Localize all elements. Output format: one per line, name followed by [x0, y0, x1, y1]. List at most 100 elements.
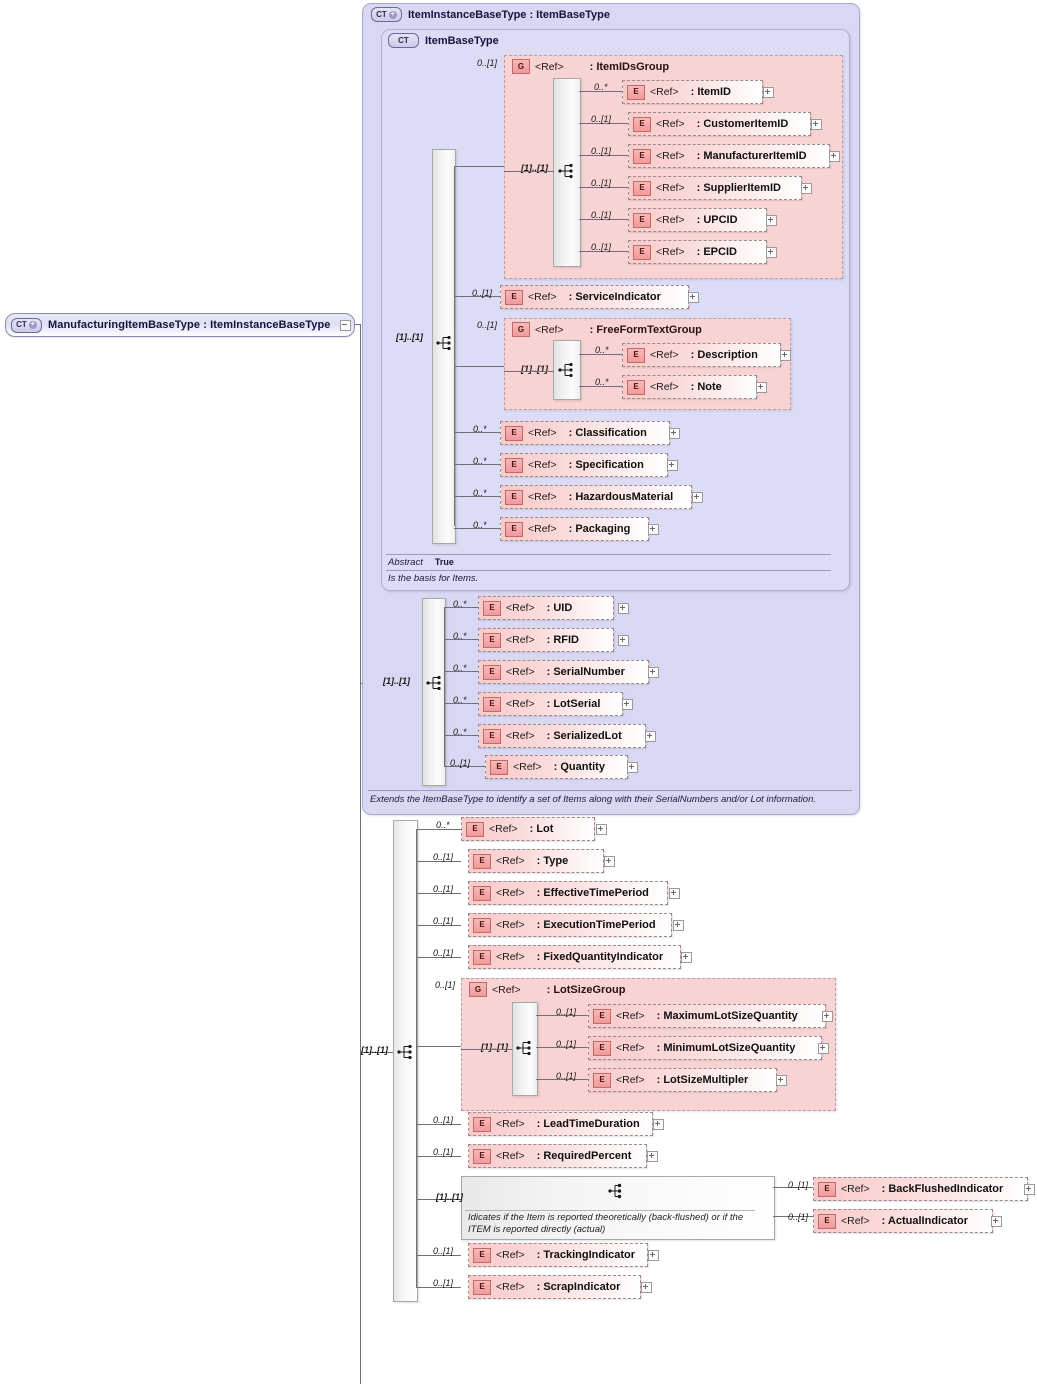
expand-icon[interactable] [756, 382, 767, 393]
expand-icon[interactable] [648, 1250, 659, 1261]
element-node[interactable]: E <Ref> : SerializedLot [478, 724, 646, 748]
element-badge-icon: E [505, 489, 523, 505]
element-name: : EffectiveTimePeriod [536, 887, 649, 899]
expand-icon[interactable] [648, 667, 659, 678]
group-ref-label: <Ref> [535, 323, 564, 336]
group-header-item-ids: G <Ref> : ItemIDsGroup [512, 59, 669, 74]
expand-icon[interactable] [673, 920, 684, 931]
expand-icon[interactable] [627, 762, 638, 773]
expand-icon[interactable] [766, 215, 777, 226]
element-ref-label: <Ref> [496, 855, 525, 867]
element-badge-icon: E [818, 1213, 836, 1229]
expand-icon[interactable] [818, 1043, 829, 1054]
element-node[interactable]: E <Ref> : RFID [478, 628, 614, 652]
expand-icon[interactable] [811, 119, 822, 130]
element-node[interactable]: E <Ref> : Quantity [485, 755, 628, 779]
element-node[interactable]: E <Ref> : LotSerial [478, 692, 623, 716]
element-ref-label: <Ref> [506, 730, 535, 742]
element-ref-label: <Ref> [513, 761, 542, 773]
element-cardinality: 0..[1] [433, 1278, 454, 1288]
expand-icon[interactable] [653, 1119, 664, 1130]
element-name: : ItemID [690, 86, 731, 98]
element-node[interactable]: E <Ref> : CustomerItemID [628, 112, 811, 136]
expand-icon[interactable] [829, 151, 840, 162]
expand-icon[interactable] [692, 492, 703, 503]
element-node[interactable]: E <Ref> : ScrapIndicator [468, 1275, 641, 1299]
element-name: : HazardousMaterial [568, 491, 674, 503]
element-node[interactable]: E <Ref> : MinimumLotSizeQuantity [588, 1036, 822, 1060]
expand-icon[interactable] [669, 428, 680, 439]
element-node[interactable]: E <Ref> : Lot [461, 817, 595, 841]
element-node[interactable]: E <Ref> : Classification [500, 421, 670, 445]
expand-icon[interactable] [801, 183, 812, 194]
sequence-compositor-lot-size-group[interactable] [512, 1002, 538, 1096]
expand-icon[interactable] [622, 699, 633, 710]
expand-icon[interactable] [669, 888, 680, 899]
sequence-compositor-item-ids-group[interactable] [553, 78, 581, 267]
element-node[interactable]: E <Ref> : FixedQuantityIndicator [468, 945, 681, 969]
sequence-compositor-item-base-type[interactable] [432, 149, 456, 544]
element-node[interactable]: E <Ref> : Note [622, 375, 757, 399]
expand-icon[interactable] [780, 350, 791, 361]
root-node-manufacturing-item-base-type[interactable]: CT+ ManufacturingItemBaseType : ItemInst… [5, 313, 355, 337]
element-node[interactable]: E <Ref> : ActualIndicator [813, 1209, 993, 1233]
element-node[interactable]: E <Ref> : Type [468, 849, 604, 873]
expand-icon[interactable] [1024, 1184, 1035, 1195]
element-node[interactable]: E <Ref> : EPCID [628, 240, 767, 264]
choice-compositor-indicator[interactable] [461, 1176, 775, 1240]
element-node[interactable]: E <Ref> : ExecutionTimePeriod [468, 913, 672, 937]
expand-icon[interactable] [647, 1151, 658, 1162]
element-name: : LotSizeMultipler [656, 1074, 749, 1086]
element-node[interactable]: E <Ref> : MaximumLotSizeQuantity [588, 1004, 826, 1028]
expand-icon[interactable] [604, 856, 615, 867]
expand-icon[interactable] [618, 603, 629, 614]
element-cardinality: 0..[1] [556, 1039, 577, 1049]
sequence-icon [397, 1044, 412, 1060]
element-node[interactable]: E <Ref> : Description [622, 343, 781, 367]
element-node[interactable]: E <Ref> : ItemID [622, 80, 763, 104]
element-node[interactable]: E <Ref> : ManufacturerItemID [628, 144, 830, 168]
element-node[interactable]: E <Ref> : TrackingIndicator [468, 1243, 648, 1267]
expand-icon[interactable] [763, 87, 774, 98]
element-ref-label: <Ref> [841, 1215, 870, 1227]
element-node[interactable]: E <Ref> : LotSizeMultipler [588, 1068, 777, 1092]
complex-type-badge-icon: CT+ [371, 7, 402, 22]
element-node[interactable]: E <Ref> : HazardousMaterial [500, 485, 692, 509]
expand-icon[interactable] [648, 524, 659, 535]
expand-icon[interactable] [618, 635, 629, 646]
element-node[interactable]: E <Ref> : RequiredPercent [468, 1144, 647, 1168]
element-node[interactable]: E <Ref> : UID [478, 596, 614, 620]
expand-icon[interactable] [645, 731, 656, 742]
element-node[interactable]: E <Ref> : Specification [500, 453, 668, 477]
expand-icon[interactable] [991, 1216, 1002, 1227]
element-badge-icon: E [483, 696, 501, 712]
expand-icon[interactable] [822, 1011, 833, 1022]
group-name: : FreeFormTextGroup [589, 323, 702, 336]
element-cardinality: 0..[1] [591, 242, 612, 252]
expand-icon[interactable] [596, 824, 607, 835]
element-node[interactable]: E <Ref> : BackFlushedIndicator [813, 1177, 1028, 1201]
element-ref-label: <Ref> [496, 887, 525, 899]
element-cardinality: 0..* [473, 488, 487, 498]
sequence-compositor-manufacturing-item-base-type[interactable] [393, 820, 418, 1302]
element-node[interactable]: E <Ref> : SerialNumber [478, 660, 649, 684]
expand-icon[interactable] [667, 460, 678, 471]
collapse-icon[interactable] [340, 320, 351, 331]
element-node[interactable]: E <Ref> : EffectiveTimePeriod [468, 881, 668, 905]
sequence-compositor-item-instance-base-type[interactable] [422, 598, 446, 786]
cardinality-free-form-text-group: 0..[1] [477, 320, 498, 330]
element-cardinality: 0..[1] [788, 1180, 809, 1190]
expand-icon[interactable] [641, 1282, 652, 1293]
expand-icon[interactable] [776, 1075, 787, 1086]
element-node[interactable]: E <Ref> : LeadTimeDuration [468, 1112, 653, 1136]
element-node-service-indicator[interactable]: E <Ref> : ServiceIndicator [500, 285, 689, 309]
element-node[interactable]: E <Ref> : SupplierItemID [628, 176, 802, 200]
expand-icon[interactable] [766, 247, 777, 258]
expand-icon[interactable] [681, 952, 692, 963]
element-node[interactable]: E <Ref> : Packaging [500, 517, 649, 541]
element-badge-icon: E [627, 347, 645, 363]
element-node[interactable]: E <Ref> : UPCID [628, 208, 767, 232]
expand-icon[interactable] [688, 292, 699, 303]
element-cardinality: 0..[1] [472, 288, 493, 298]
